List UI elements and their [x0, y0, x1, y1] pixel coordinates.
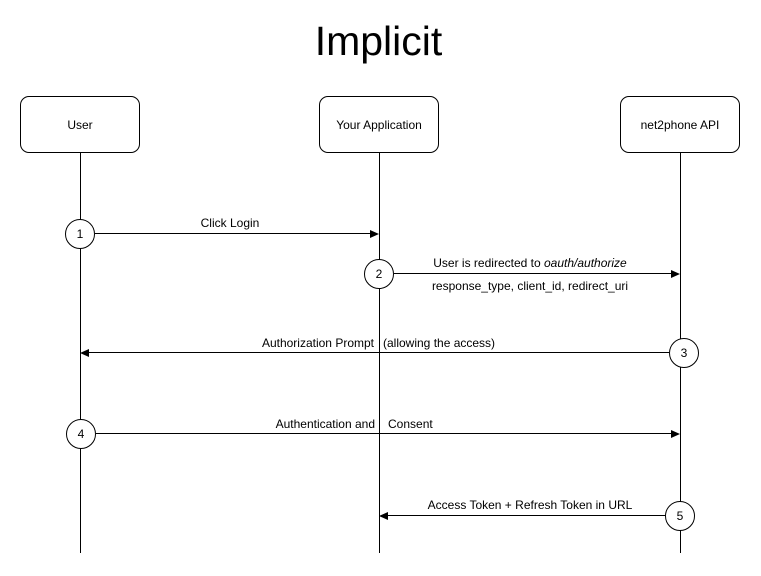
message-2-arrowhead-right-icon	[671, 270, 680, 278]
actor-box-user: User	[20, 96, 140, 153]
message-3-line	[89, 352, 669, 353]
message-5-line	[388, 515, 665, 516]
message-2-label-line1: User is redirected to oauth/authorize	[405, 256, 655, 270]
step-3-number: 3	[680, 346, 688, 360]
actor-label-user: User	[67, 117, 93, 132]
step-2-circle: 2	[364, 259, 394, 289]
message-5-label: Access Token + Refresh Token in URL	[427, 498, 633, 512]
lifeline-your-application	[378, 153, 380, 553]
message-2-label-prefix: User is redirected to	[433, 256, 544, 270]
step-5-circle: 5	[665, 501, 695, 531]
message-2-line	[394, 273, 671, 274]
message-1-line	[95, 233, 370, 234]
message-4-line	[96, 433, 671, 434]
diagram-title: Implicit	[314, 18, 443, 64]
step-5-number: 5	[676, 509, 684, 523]
step-1-number: 1	[76, 227, 84, 241]
message-3-arrowhead-left-icon	[80, 349, 89, 357]
message-5-arrowhead-left-icon	[379, 512, 388, 520]
message-3-label-right: (allowing the access)	[383, 336, 496, 350]
step-4-circle: 4	[66, 419, 96, 449]
step-1-circle: 1	[65, 219, 95, 249]
message-4-label-right: Consent	[388, 417, 433, 431]
actor-box-net2phone-api: net2phone API	[620, 96, 740, 153]
step-3-circle: 3	[669, 338, 699, 368]
actor-box-your-application: Your Application	[319, 96, 439, 153]
message-3-label-left: Authorization Prompt	[261, 336, 374, 350]
message-4-arrowhead-right-icon	[671, 430, 680, 438]
message-2-label-line2: response_type, client_id, redirect_uri	[431, 279, 629, 293]
actor-label-your-application: Your Application	[336, 117, 422, 132]
message-1-arrowhead-right-icon	[370, 230, 379, 238]
message-4-label-left: Authentication and	[275, 417, 375, 431]
message-1-label: Click Login	[200, 216, 260, 230]
step-4-number: 4	[77, 427, 85, 441]
step-2-number: 2	[375, 267, 383, 281]
message-2-label-endpoint: oauth/authorize	[543, 256, 627, 270]
actor-label-net2phone-api: net2phone API	[640, 117, 720, 132]
